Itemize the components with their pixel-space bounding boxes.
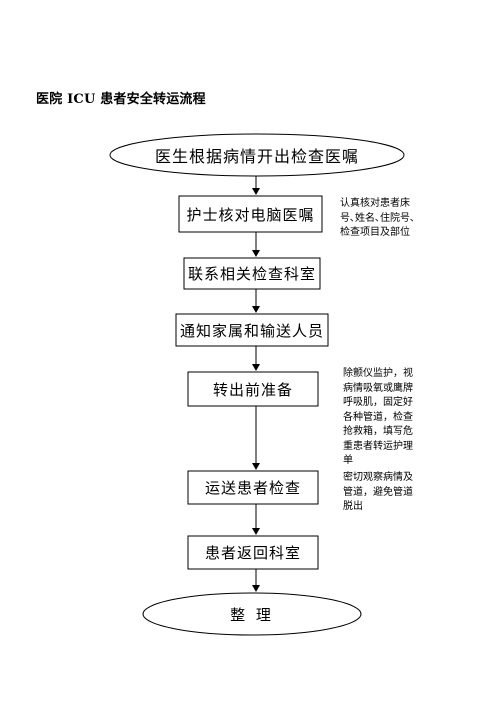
- step2-label: 联系相关检查科室: [187, 265, 316, 283]
- end-node-label: 整 理: [230, 605, 274, 624]
- start-ellipse: [109, 133, 405, 177]
- step5-box: [187, 470, 319, 505]
- note-line: 检查项目及部位: [340, 227, 410, 238]
- step3-label: 通知家属和输送人员: [179, 321, 324, 340]
- note-line: 号､姓名､住院号､: [340, 212, 415, 224]
- note-transport: 密切观察病情及 管道，避免管道 脱出: [343, 471, 428, 515]
- step6-box: [187, 535, 319, 570]
- step1-label: 护士核对电脑医嘱: [186, 205, 315, 224]
- note-line: 重患者转运护理: [343, 440, 413, 452]
- note-line: 各种管道，检查: [343, 411, 413, 423]
- note-preparation: 除颤仪监护，视 病情吸氧或鹰牌 呼吸肌，固定好 各种管道，检查 抢救箱，填写危 …: [343, 367, 428, 469]
- step4-box: [187, 371, 319, 407]
- step1-box: [178, 195, 323, 233]
- note-line: 除颤仪监护，视: [343, 368, 413, 379]
- step6-label: 患者返回科室: [204, 544, 301, 562]
- note-verify: 认真核对患者床 号､姓名､住院号､ 检查项目及部位: [340, 197, 430, 241]
- step5-label: 运送患者检查: [204, 479, 301, 497]
- start-node-label: 医生根据病情开出检查医嘱: [154, 147, 359, 166]
- note-line: 密切观察病情及: [343, 472, 413, 483]
- note-line: 脱出: [343, 501, 363, 512]
- step2-box: [183, 257, 321, 290]
- step4-label: 转出前准备: [212, 380, 293, 399]
- note-line: 抢救箱，填写危: [343, 426, 413, 437]
- note-line: 病情吸氧或鹰牌: [343, 382, 413, 394]
- note-line: 管道，避免管道: [343, 486, 413, 498]
- note-line: 呼吸肌，固定好: [343, 397, 413, 408]
- note-line: 认真核对患者床: [340, 198, 410, 209]
- note-line: 单: [343, 455, 353, 466]
- end-ellipse: [142, 592, 362, 636]
- page-title: 医院 ICU 患者安全转运流程: [36, 92, 206, 107]
- step3-box: [175, 313, 329, 347]
